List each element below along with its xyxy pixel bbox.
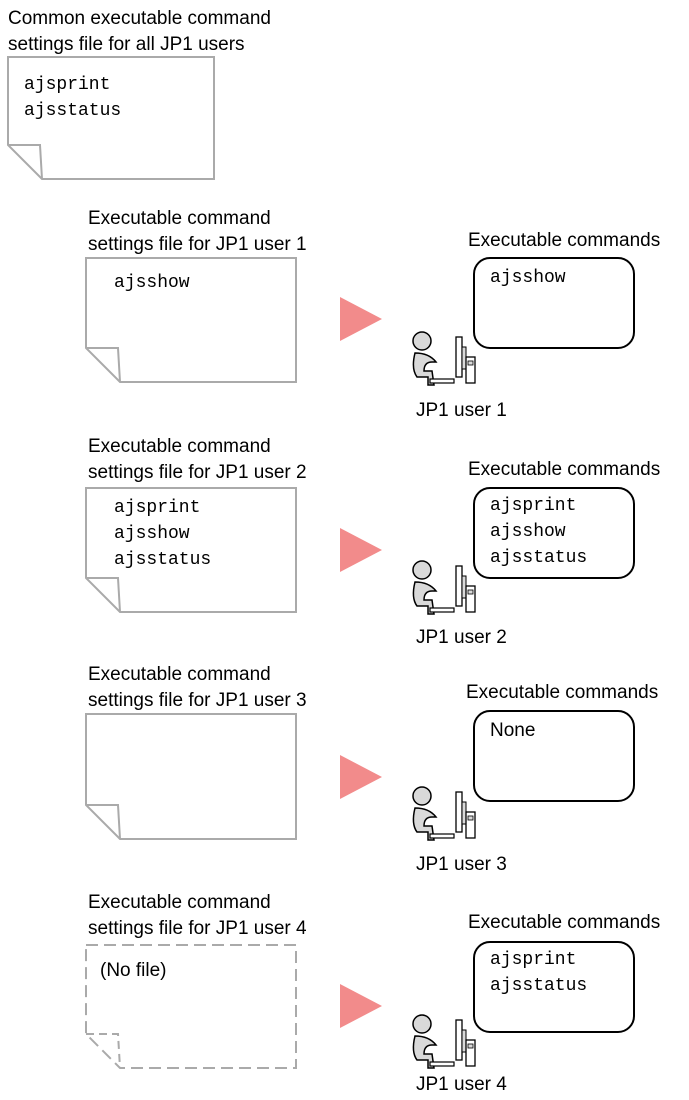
user2-label: JP1 user 2 [416, 627, 507, 648]
user4-result-title: Executable commands [468, 912, 661, 933]
user4-file-caption: Executable command settings file for JP1… [88, 890, 307, 942]
common-settings-file [7, 56, 215, 180]
user2-file-caption: Executable command settings file for JP1… [88, 434, 307, 486]
user2-settings-file-fold [86, 577, 121, 613]
common-command: ajsprint [24, 75, 111, 95]
user1-file-content: ajsshow [114, 270, 190, 296]
row1-arrow-icon [340, 297, 382, 341]
user2-file-caption-line2: settings file for JP1 user 2 [88, 462, 307, 483]
user1-label: JP1 user 1 [416, 400, 507, 421]
user4-result-command: ajsprint [490, 950, 577, 970]
user3-file-caption-line2: settings file for JP1 user 3 [88, 690, 307, 711]
user3-file-caption: Executable command settings file for JP1… [88, 662, 307, 714]
user2-result-command: ajsprint [490, 496, 577, 516]
user1-settings-file [85, 257, 297, 383]
user4-no-file-note: (No file) [100, 960, 167, 981]
user2-file-command: ajsstatus [114, 550, 212, 570]
user3-result-none: None [490, 720, 536, 741]
user4-commands-bubble [473, 941, 635, 1033]
user4-file-caption-line2: settings file for JP1 user 4 [88, 918, 307, 939]
user4-label: JP1 user 4 [416, 1074, 507, 1095]
common-file-caption: Common executable command settings file … [8, 6, 271, 58]
user3-label: JP1 user 3 [416, 854, 507, 875]
user3-result-title: Executable commands [466, 682, 659, 703]
user4-result-command: ajsstatus [490, 976, 588, 996]
user2-result-title: Executable commands [468, 459, 661, 480]
user1-result-list: ajsshow [490, 265, 566, 291]
user4-settings-file-fold [86, 1033, 121, 1069]
user1-settings-file-fold [86, 347, 121, 383]
user1-person-icon [412, 331, 476, 386]
user1-result-title: Executable commands [468, 230, 661, 251]
row4-arrow-icon [340, 984, 382, 1028]
row3-arrow-icon [340, 755, 382, 799]
user2-file-command: ajsshow [114, 524, 190, 544]
user1-file-caption: Executable command settings file for JP1… [88, 206, 307, 258]
user2-commands-bubble [473, 487, 635, 579]
common-file-commands: ajsprint ajsstatus [24, 72, 121, 124]
user4-settings-file-missing [85, 944, 297, 1069]
user3-person-icon [412, 786, 476, 841]
user4-person-icon [412, 1014, 476, 1069]
common-file-caption-line2: settings file for all JP1 users [8, 34, 245, 55]
user2-file-caption-line1: Executable command [88, 436, 271, 457]
user2-settings-file [85, 487, 297, 613]
common-settings-file-fold [8, 144, 43, 180]
user2-file-content: ajsprint ajsshow ajsstatus [114, 495, 211, 573]
user2-result-command: ajsshow [490, 522, 566, 542]
user1-file-caption-line2: settings file for JP1 user 1 [88, 234, 307, 255]
common-file-caption-line1: Common executable command [8, 8, 271, 29]
user1-file-caption-line1: Executable command [88, 208, 271, 229]
row2-arrow-icon [340, 528, 382, 572]
user4-file-caption-line1: Executable command [88, 892, 271, 913]
common-command: ajsstatus [24, 101, 122, 121]
user3-file-caption-line1: Executable command [88, 664, 271, 685]
user3-settings-file [85, 713, 297, 840]
user2-person-icon [412, 560, 476, 615]
user2-result-list: ajsprint ajsshow ajsstatus [490, 493, 587, 571]
user2-result-command: ajsstatus [490, 548, 588, 568]
user3-commands-bubble [473, 710, 635, 802]
user1-commands-bubble [473, 257, 635, 349]
user1-result-command: ajsshow [490, 268, 566, 288]
user2-file-command: ajsprint [114, 498, 201, 518]
user1-file-command: ajsshow [114, 273, 190, 293]
user3-settings-file-fold [86, 804, 121, 840]
user4-result-list: ajsprint ajsstatus [490, 947, 587, 999]
